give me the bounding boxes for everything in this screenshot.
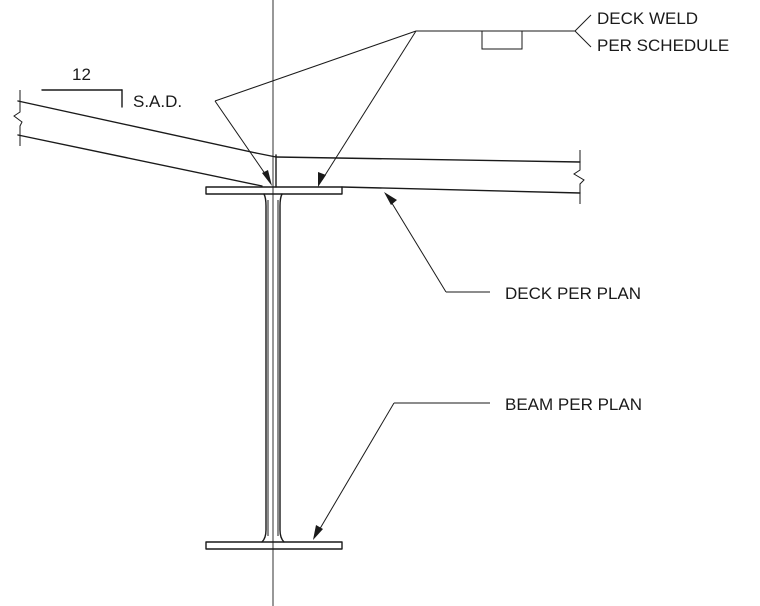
deck-leader <box>384 192 490 293</box>
beam-bottom-flange <box>205 541 343 550</box>
deck-weld-label-line1: DECK WELD <box>597 9 698 28</box>
slope-note-label: S.A.D. <box>133 92 182 111</box>
beam-web <box>261 193 285 543</box>
slope-indicator <box>41 89 123 108</box>
deck-left <box>13 90 277 187</box>
deck-right <box>275 150 585 204</box>
deck-label: DECK PER PLAN <box>505 284 641 303</box>
slope-rise-label: 12 <box>72 65 91 84</box>
beam-leader <box>313 402 490 540</box>
beam-top-flange <box>205 186 343 195</box>
beam-label: BEAM PER PLAN <box>505 395 642 414</box>
deck-weld-leader <box>214 14 592 187</box>
deck-weld-label-line2: PER SCHEDULE <box>597 36 729 55</box>
